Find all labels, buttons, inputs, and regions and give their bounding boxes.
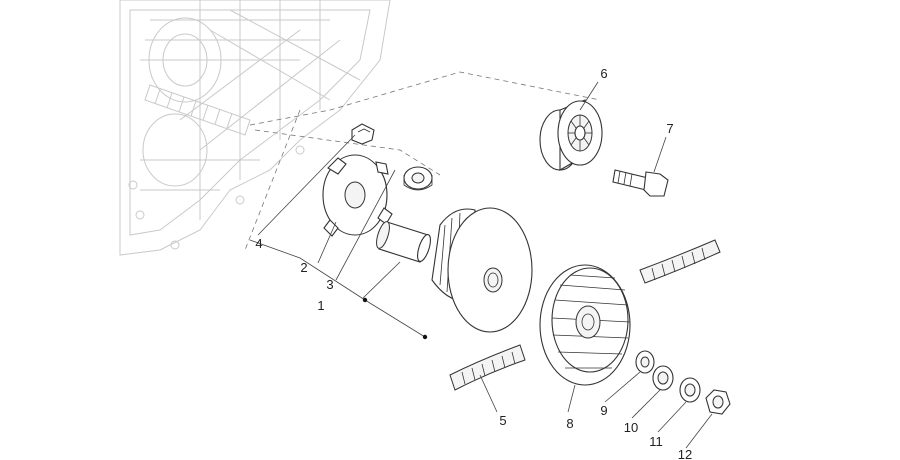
drive-belt	[449, 239, 721, 391]
hex-nut	[705, 389, 731, 415]
idler-roller	[539, 99, 603, 171]
callout-5: 5	[499, 413, 506, 428]
callout-12: 12	[678, 447, 692, 460]
callout-1: 1	[317, 298, 324, 313]
washer	[635, 350, 655, 374]
roller-weight	[403, 166, 433, 191]
spring-washer	[679, 377, 701, 403]
callout-9: 9	[600, 403, 607, 418]
movable-half-pulley	[431, 207, 533, 333]
callout-labels: 1 2 3 4 5 6 7 8 9 10 11 12	[255, 66, 692, 460]
callout-6: 6	[600, 66, 607, 81]
callout-7: 7	[666, 121, 673, 136]
crankcase-ghost	[119, 0, 391, 256]
leader-lines	[249, 81, 713, 449]
assembly-lines	[244, 71, 601, 251]
callout-11: 11	[649, 434, 663, 449]
bushing-sleeve	[376, 221, 431, 263]
spacer-washer	[652, 365, 674, 391]
callout-2: 2	[300, 260, 307, 275]
flange-bolt	[612, 169, 669, 197]
callout-3: 3	[326, 277, 333, 292]
fan-pulley	[539, 264, 631, 386]
slider-clip	[351, 123, 375, 145]
callout-10: 10	[624, 420, 638, 435]
callout-4: 4	[255, 236, 262, 251]
callout-8: 8	[566, 416, 573, 431]
